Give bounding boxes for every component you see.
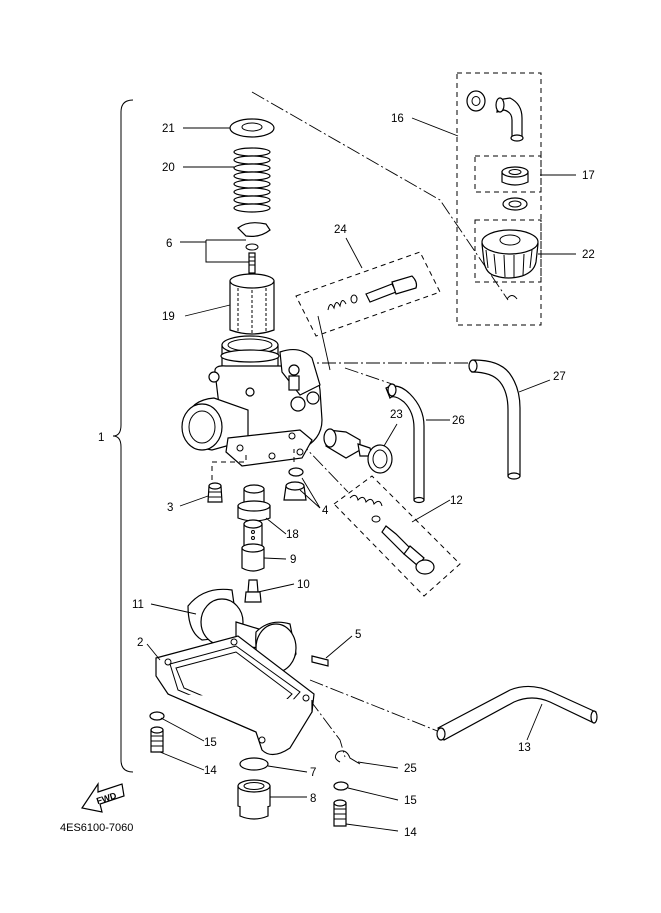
screw-right [333, 799, 347, 827]
vent-tube-27 [471, 359, 521, 477]
callout-16: 16 [391, 113, 404, 125]
washer-left [149, 711, 165, 721]
pilot-screw-group [333, 475, 461, 597]
throttle-spring [233, 147, 271, 213]
needle-jet-holder [237, 484, 271, 522]
o-ring-part [288, 467, 304, 477]
pilot-jet-part [207, 482, 223, 503]
callout-15a: 15 [204, 737, 217, 749]
callout-17: 17 [582, 170, 595, 182]
fuel-cock-group [456, 72, 542, 326]
nozzle-screw-part [283, 481, 307, 501]
main-jet-part [244, 579, 262, 603]
callout-14b: 14 [404, 827, 417, 839]
diagram-code: 4ES6100-7060 [60, 822, 133, 834]
callout-25: 25 [404, 763, 417, 775]
leader-lines [146, 117, 576, 832]
callout-11: 11 [132, 599, 144, 611]
needle-holder-plate [237, 222, 271, 237]
small-clip [506, 295, 518, 300]
vent-tube-26 [385, 385, 425, 501]
starter-plunger [323, 428, 393, 474]
callout-10: 10 [297, 579, 310, 591]
fwd-arrow-icon: FWD [81, 782, 125, 813]
callout-4: 4 [322, 505, 329, 517]
float-part [187, 588, 297, 677]
float-chamber [155, 635, 315, 756]
wire-clip [334, 750, 361, 765]
callout-20: 20 [162, 162, 175, 174]
carburetor-body [181, 335, 323, 467]
drain-plug [237, 779, 271, 820]
callout-22: 22 [582, 249, 595, 261]
callout-21: 21 [162, 123, 175, 135]
callout-19: 19 [162, 311, 175, 323]
callout-labels: 1 2 3 4 5 6 7 8 9 10 11 12 13 14 14 15 1… [98, 113, 595, 839]
needle-jet-part [241, 519, 265, 572]
callout-18: 18 [286, 529, 299, 541]
callout-23: 23 [390, 409, 403, 421]
callout-12: 12 [450, 495, 463, 507]
callout-15b: 15 [404, 795, 417, 807]
callout-26: 26 [452, 415, 465, 427]
callout-3: 3 [167, 502, 173, 514]
washer-part [502, 197, 528, 211]
nut-part [466, 90, 486, 112]
callout-1: 1 [98, 432, 104, 444]
screw-left [150, 726, 164, 753]
callout-14a: 14 [204, 765, 217, 777]
throttle-valve [229, 273, 275, 335]
air-screw-group [295, 251, 441, 371]
callout-13: 13 [518, 742, 531, 754]
needle-clip [245, 243, 259, 251]
jet-needle [248, 252, 256, 274]
overflow-tube [437, 685, 597, 741]
callout-27: 27 [553, 371, 566, 383]
washer-right [333, 781, 349, 791]
callout-24: 24 [334, 224, 347, 236]
callout-7: 7 [310, 767, 316, 779]
callout-9: 9 [290, 554, 296, 566]
callout-6: 6 [166, 238, 172, 250]
drain-o-ring [239, 757, 269, 771]
float-pin [311, 655, 329, 667]
callout-2: 2 [137, 637, 143, 649]
callout-8: 8 [310, 793, 316, 805]
assembly-bracket [112, 99, 134, 773]
spring-seat-washer [229, 118, 275, 138]
callout-5: 5 [355, 629, 361, 641]
